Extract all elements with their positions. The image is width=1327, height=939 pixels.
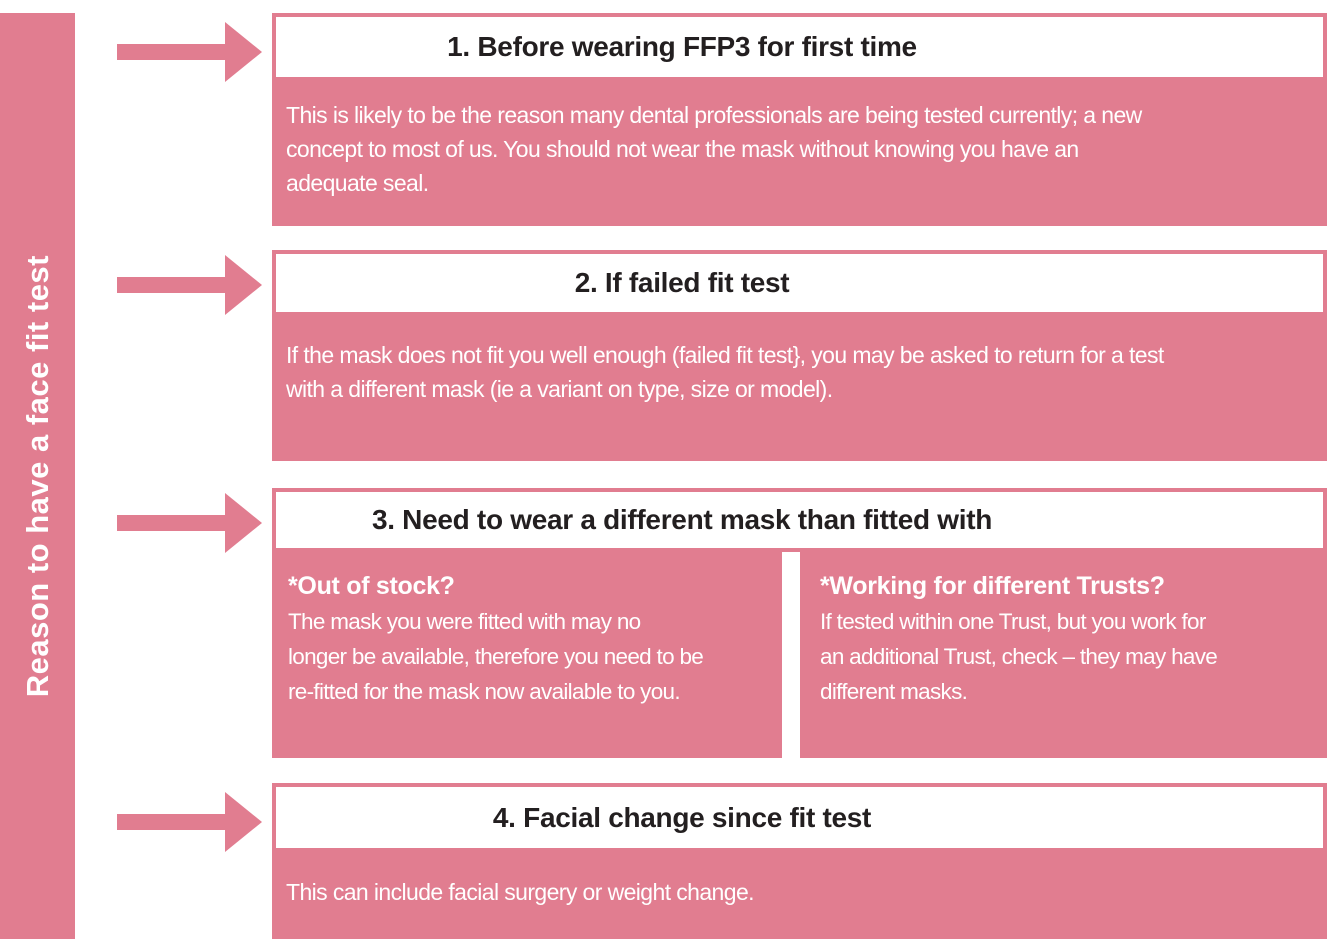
reason-box-2: 2. If failed fit test If the mask does n… xyxy=(272,250,1327,461)
reason-box-4-body: This can include facial surgery or weigh… xyxy=(272,852,1327,939)
different-trusts-column: *Working for different Trusts? If tested… xyxy=(800,552,1327,758)
arrow-shaft xyxy=(117,814,226,830)
out-of-stock-column: *Out of stock? The mask you were fitted … xyxy=(272,552,782,758)
arrow-head xyxy=(225,493,262,553)
reason-box-2-body: If the mask does not fit you well enough… xyxy=(272,316,1327,461)
reason-banner-label: Reason to have a face fit test xyxy=(19,254,55,698)
reason-box-1-title: 1. Before wearing FFP3 for first time xyxy=(272,13,1327,81)
arrow-head xyxy=(225,22,262,82)
arrow-icon-3 xyxy=(117,493,262,553)
reason-box-4-title: 4. Facial change since fit test xyxy=(272,783,1327,852)
arrow-icon-1 xyxy=(117,22,262,82)
reason-box-3-title: 3. Need to wear a different mask than fi… xyxy=(272,488,1327,552)
reason-box-2-title: 2. If failed fit test xyxy=(272,250,1327,316)
arrow-icon-2 xyxy=(117,255,262,315)
arrow-head xyxy=(225,792,262,852)
different-trusts-heading: *Working for different Trusts? xyxy=(820,572,1165,600)
different-trusts-text: If tested within one Trust, but you work… xyxy=(820,609,1218,704)
arrow-shaft xyxy=(117,515,226,531)
reason-box-3: 3. Need to wear a different mask than fi… xyxy=(272,488,1327,758)
reason-banner: Reason to have a face fit test xyxy=(0,13,75,939)
arrow-head xyxy=(225,255,262,315)
reason-box-1-body: This is likely to be the reason many den… xyxy=(272,81,1327,226)
reason-box-1: 1. Before wearing FFP3 for first time Th… xyxy=(272,13,1327,226)
reason-box-3-columns: *Out of stock? The mask you were fitted … xyxy=(272,552,1327,758)
arrow-shaft xyxy=(117,277,226,293)
arrow-icon-4 xyxy=(117,792,262,852)
reason-box-4: 4. Facial change since fit test This can… xyxy=(272,783,1327,939)
out-of-stock-heading: *Out of stock? xyxy=(288,572,455,600)
arrow-shaft xyxy=(117,44,226,60)
out-of-stock-text: The mask you were fitted with may no lon… xyxy=(288,609,704,704)
